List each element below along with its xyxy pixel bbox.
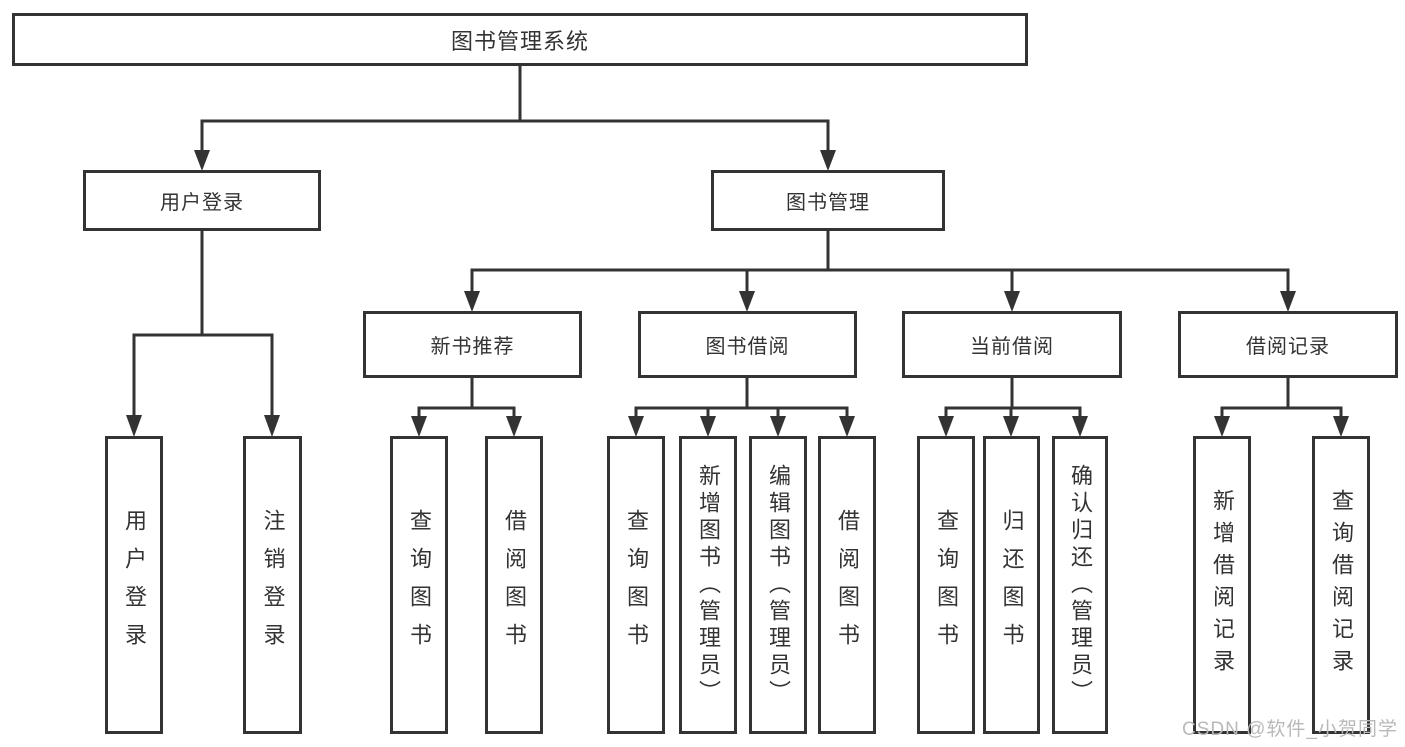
leaf-box-borrow-borrow-books: 借阅图书 [818,436,876,734]
connector-new-book-children [411,378,522,437]
node-label-book-borrow: 图书借阅 [705,336,790,358]
node-box-borrow-records: 借阅记录 [1178,311,1398,378]
node-label-new-book-recommend: 新书推荐 [430,336,515,358]
connector-user-login-children [126,231,280,437]
node-box-new-book-recommend: 新书推荐 [363,311,582,378]
node-box-current-borrow: 当前借阅 [902,311,1122,378]
leaf-label-user-login: 用户登录 [122,509,147,661]
leaf-label-logout: 注销登录 [260,509,286,661]
leaf-label-current-confirm-return-admin: 确认归还（管理员） [1068,463,1093,707]
leaf-label-current-return-books: 归还图书 [999,509,1025,661]
leaf-label-recommend-query-books: 查询图书 [407,509,432,661]
leaf-box-records-add-record: 新增借阅记录 [1193,436,1251,734]
node-label-book-management: 图书管理 [786,192,870,214]
leaf-box-records-query-record: 查询借阅记录 [1312,436,1370,734]
connector-root-to-branches [194,66,836,171]
leaf-label-records-add-record: 新增借阅记录 [1210,489,1235,681]
node-label-current-borrow: 当前借阅 [970,336,1054,358]
csdn-watermark: CSDN @软件_小贺同学 [1182,719,1398,740]
leaf-label-borrow-query-books: 查询图书 [624,509,649,661]
connector-current-borrow-children [938,378,1088,437]
leaf-box-logout: 注销登录 [243,436,302,734]
leaf-box-current-confirm-return-admin: 确认归还（管理员） [1052,436,1108,734]
leaf-box-recommend-borrow-books: 借阅图书 [485,436,543,734]
leaf-box-borrow-edit-books-admin: 编辑图书（管理员） [749,436,807,734]
connector-book-management-children [464,231,1296,312]
leaf-box-current-return-books: 归还图书 [983,436,1040,734]
leaf-label-borrow-edit-books-admin: 编辑图书（管理员） [766,463,791,707]
leaf-label-borrow-borrow-books: 借阅图书 [835,509,860,661]
leaf-label-current-query-books: 查询图书 [934,509,959,661]
leaf-box-current-query-books: 查询图书 [917,436,975,734]
connector-book-borrow-children [628,378,855,437]
node-box-root: 图书管理系统 [12,13,1028,66]
leaf-box-user-login: 用户登录 [105,436,163,734]
leaf-box-borrow-add-books-admin: 新增图书（管理员） [679,436,737,734]
node-box-user-login: 用户登录 [83,170,321,231]
connector-borrow-records-children [1214,378,1349,437]
node-box-book-management: 图书管理 [711,170,945,231]
leaf-label-recommend-borrow-books: 借阅图书 [502,509,527,661]
leaf-box-borrow-query-books: 查询图书 [607,436,665,734]
node-label-user-login: 用户登录 [160,192,244,214]
leaf-label-records-query-record: 查询借阅记录 [1329,489,1354,681]
node-box-book-borrow: 图书借阅 [638,311,857,378]
node-label-root: 图书管理系统 [450,28,589,54]
leaf-label-borrow-add-books-admin: 新增图书（管理员） [696,463,721,707]
node-label-borrow-records: 借阅记录 [1246,336,1330,358]
leaf-box-recommend-query-books: 查询图书 [390,436,448,734]
